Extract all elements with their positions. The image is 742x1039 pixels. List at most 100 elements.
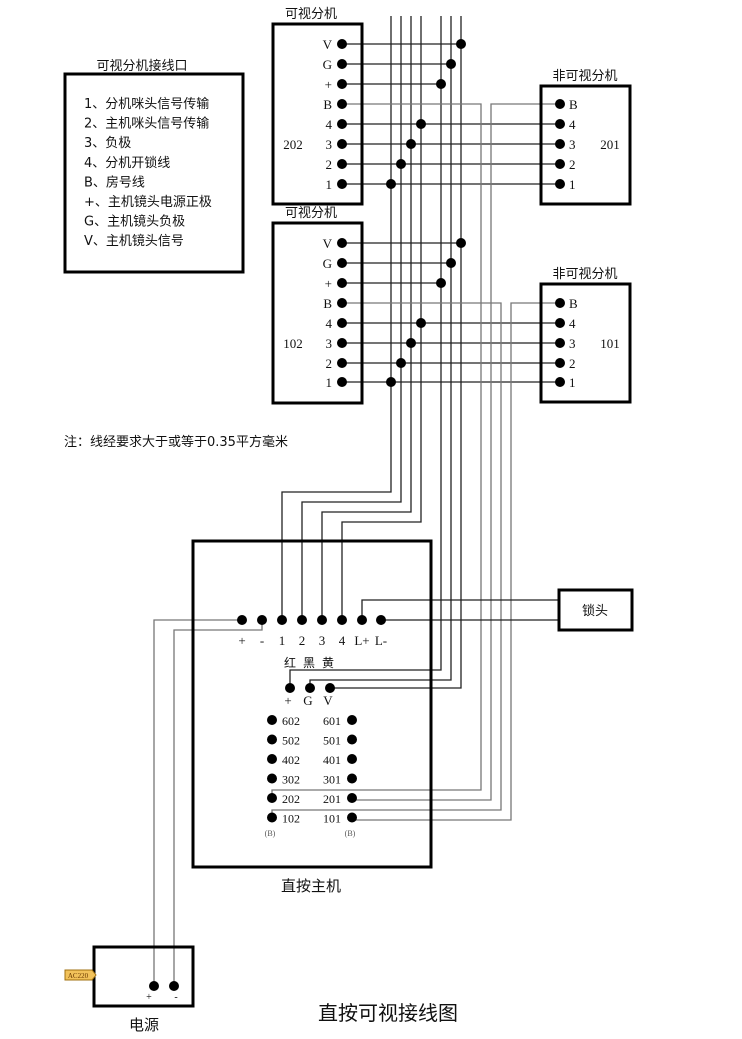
room-terminal-dot bbox=[267, 754, 277, 764]
host-terminal-label: L+ bbox=[354, 633, 369, 648]
room-terminal-dot bbox=[347, 812, 357, 823]
room-terminal-label: 402 bbox=[282, 753, 300, 767]
junction-dot bbox=[406, 139, 416, 149]
junction-dot bbox=[396, 159, 406, 169]
terminal-dot bbox=[555, 377, 565, 387]
terminal-label: B bbox=[569, 97, 578, 112]
room-terminal-label: 401 bbox=[323, 753, 341, 767]
host-terminal-dot bbox=[337, 615, 347, 625]
room-number: 201 bbox=[600, 137, 620, 152]
terminal-dot bbox=[337, 119, 347, 129]
power-terminal-label: - bbox=[174, 992, 177, 1003]
camera-terminal-label: + bbox=[284, 693, 291, 708]
junction-dot bbox=[436, 79, 446, 89]
junction-dot bbox=[386, 179, 396, 189]
visual-unit-label: 可视分机 bbox=[285, 206, 337, 221]
terminal-label: 4 bbox=[569, 117, 576, 132]
terminal-label: G bbox=[323, 57, 332, 72]
legend-item: V、主机镜头信号 bbox=[84, 234, 184, 249]
terminal-dots bbox=[149, 39, 565, 991]
room-terminal-dot bbox=[267, 715, 277, 725]
terminal-label: 1 bbox=[569, 375, 576, 390]
terminal-dot bbox=[555, 139, 565, 149]
wire-gauge-note: 注：线经要求大于或等于0.35平方毫米 bbox=[64, 434, 288, 450]
terminal-label: 3 bbox=[326, 336, 333, 351]
terminal-label: 3 bbox=[326, 137, 333, 152]
room-terminal-label: 601 bbox=[323, 714, 341, 728]
room-terminal-dot bbox=[347, 793, 357, 803]
terminal-label: B bbox=[569, 296, 578, 311]
terminal-label: 4 bbox=[326, 117, 333, 132]
room-number: 101 bbox=[600, 336, 620, 351]
visual-unit-102-box bbox=[271, 221, 364, 405]
nonvisual-unit-label: 非可视分机 bbox=[552, 267, 617, 282]
terminal-label: 4 bbox=[569, 316, 576, 331]
wire-color-label: 红 bbox=[284, 655, 296, 670]
terminal-dot bbox=[337, 298, 347, 308]
room-terminal-dot bbox=[347, 754, 357, 764]
terminal-dot bbox=[337, 338, 347, 348]
b-wire-101 bbox=[352, 302, 560, 821]
host-terminal-dot bbox=[317, 615, 327, 625]
ac-input-tag bbox=[64, 969, 97, 981]
host-terminal-dot bbox=[277, 615, 287, 625]
wires bbox=[153, 16, 560, 985]
room-terminal-label: 101 bbox=[323, 812, 341, 826]
power-terminal-label: + bbox=[146, 992, 152, 1003]
junction-dot bbox=[446, 59, 456, 69]
visual-unit-label: 可视分机 bbox=[285, 7, 337, 22]
host-terminal-label: 4 bbox=[339, 633, 346, 648]
terminal-dot bbox=[555, 179, 565, 189]
lock-wire-plus bbox=[361, 599, 559, 620]
boxes bbox=[63, 22, 634, 1008]
host-terminal-label: L- bbox=[375, 633, 387, 648]
terminal-label: 2 bbox=[326, 157, 333, 172]
power-box bbox=[92, 945, 195, 1008]
terminal-label: 2 bbox=[569, 157, 576, 172]
room-terminal-label: 501 bbox=[323, 734, 341, 748]
room-terminal-label: 302 bbox=[282, 773, 300, 787]
terminal-dot bbox=[555, 318, 565, 328]
room-terminal-dot bbox=[267, 734, 277, 745]
terminal-label: + bbox=[325, 276, 332, 291]
terminal-dot bbox=[337, 318, 347, 328]
nonvisual-unit-101-box bbox=[539, 282, 632, 404]
room-terminal-dot bbox=[267, 773, 277, 784]
room-terminal-label: 202 bbox=[282, 792, 300, 806]
room-terminal-dot bbox=[347, 734, 357, 745]
power-wire-minus bbox=[173, 620, 263, 985]
room-terminal-label: 602 bbox=[282, 714, 300, 728]
junction-dot bbox=[416, 119, 426, 129]
terminal-dot bbox=[337, 79, 347, 89]
power-label: 电源 bbox=[129, 1016, 159, 1034]
host-terminal-label: 3 bbox=[319, 633, 326, 648]
terminal-label: 2 bbox=[569, 356, 576, 371]
terminal-label: 1 bbox=[569, 177, 576, 192]
host-terminal-label: 2 bbox=[299, 633, 306, 648]
bus-plus bbox=[289, 16, 442, 688]
terminal-label: B bbox=[323, 296, 332, 311]
diagram-title: 直按可视接线图 bbox=[318, 1001, 458, 1025]
room-number: 202 bbox=[283, 137, 303, 152]
terminal-label: + bbox=[325, 77, 332, 92]
terminal-label: 3 bbox=[569, 336, 576, 351]
legend-title: 可视分机接线口 bbox=[96, 58, 187, 74]
host-terminal-label: + bbox=[238, 633, 245, 648]
room-terminal-label: 301 bbox=[323, 773, 341, 787]
room-terminal-dot bbox=[347, 773, 357, 784]
legend-item: B、房号线 bbox=[84, 174, 145, 190]
terminal-dot bbox=[555, 159, 565, 169]
terminal-dot bbox=[337, 278, 347, 288]
legend-item: 1、分机咪头信号传输 bbox=[84, 96, 209, 112]
terminal-dot bbox=[555, 338, 565, 348]
terminal-dot bbox=[337, 179, 347, 189]
host-terminal-dot bbox=[237, 615, 247, 625]
terminal-dot bbox=[337, 159, 347, 169]
junction-dot bbox=[436, 278, 446, 288]
junction-dot bbox=[456, 238, 466, 248]
terminal-label: 4 bbox=[326, 316, 333, 331]
terminal-dot bbox=[337, 39, 347, 49]
terminal-dot bbox=[337, 377, 347, 387]
terminal-dot bbox=[555, 119, 565, 129]
legend-item: 3、负极 bbox=[84, 136, 131, 151]
